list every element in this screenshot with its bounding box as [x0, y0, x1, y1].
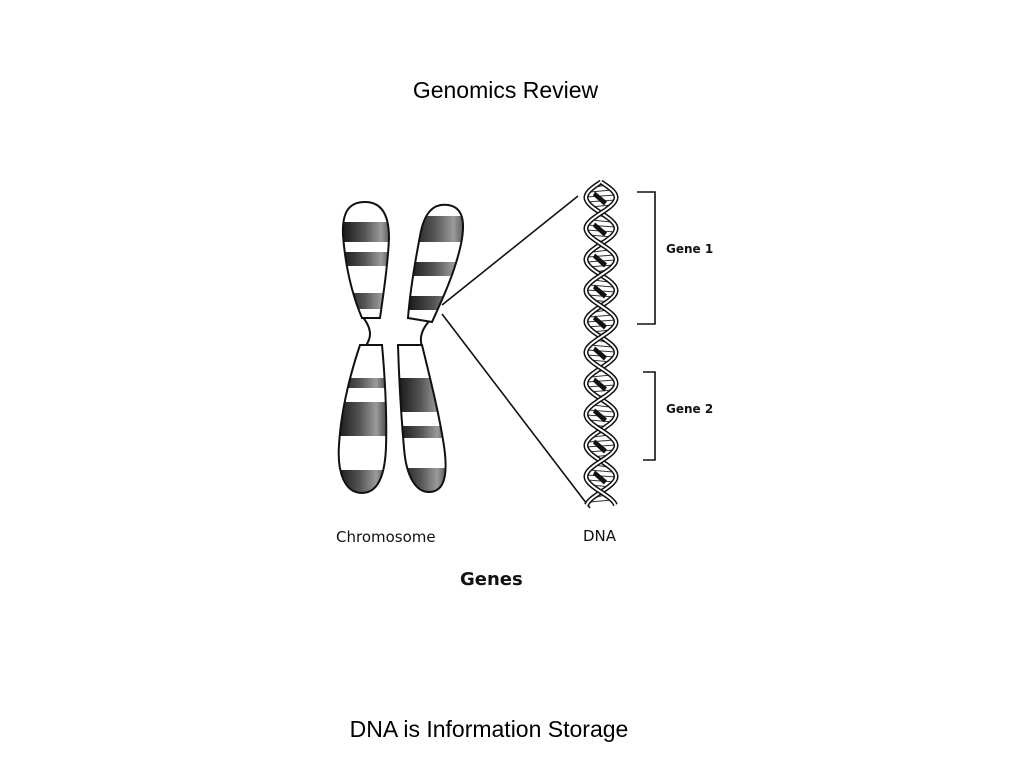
dna-label: DNA	[583, 527, 617, 545]
dna-helix-icon	[583, 179, 619, 507]
zoom-lines	[441, 195, 591, 509]
gene-2-label: Gene 2	[666, 402, 713, 416]
gene-2-bracket	[643, 371, 656, 461]
chromosome-label: Chromosome	[336, 528, 436, 546]
gene-brackets	[637, 191, 656, 461]
gene-1-label: Gene 1	[666, 242, 713, 256]
slide-caption: DNA is Information Storage	[349, 716, 629, 742]
genes-heading: Genes	[460, 569, 523, 590]
chromosome-icon	[337, 201, 465, 494]
slide-title: Genomics Review	[412, 77, 599, 103]
gene-1-bracket	[637, 191, 656, 325]
